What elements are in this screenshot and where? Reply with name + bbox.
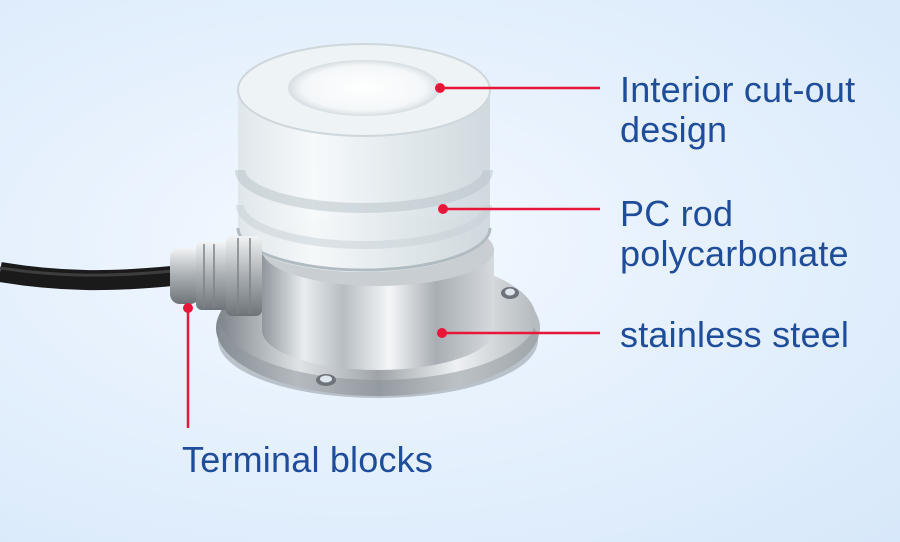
label-terminal-blocks: Terminal blocks: [182, 439, 434, 480]
label-pc-rod: PC rod polycarbonate: [620, 194, 849, 274]
label-pc-line1: PC rod: [620, 193, 734, 234]
label-interior-line1: Interior cut-out: [620, 69, 856, 110]
label-interior-cutout: Interior cut-out design: [620, 70, 855, 150]
label-pc-line2: polycarbonate: [620, 233, 849, 274]
label-stainless-steel: stainless steel: [620, 314, 850, 355]
leader-line-interior: [435, 83, 600, 93]
leader-line-terminal: [183, 303, 193, 428]
label-interior-line2: design: [620, 109, 728, 150]
leader-line-steel: [437, 328, 600, 338]
leader-line-pc-rod: [438, 204, 600, 214]
